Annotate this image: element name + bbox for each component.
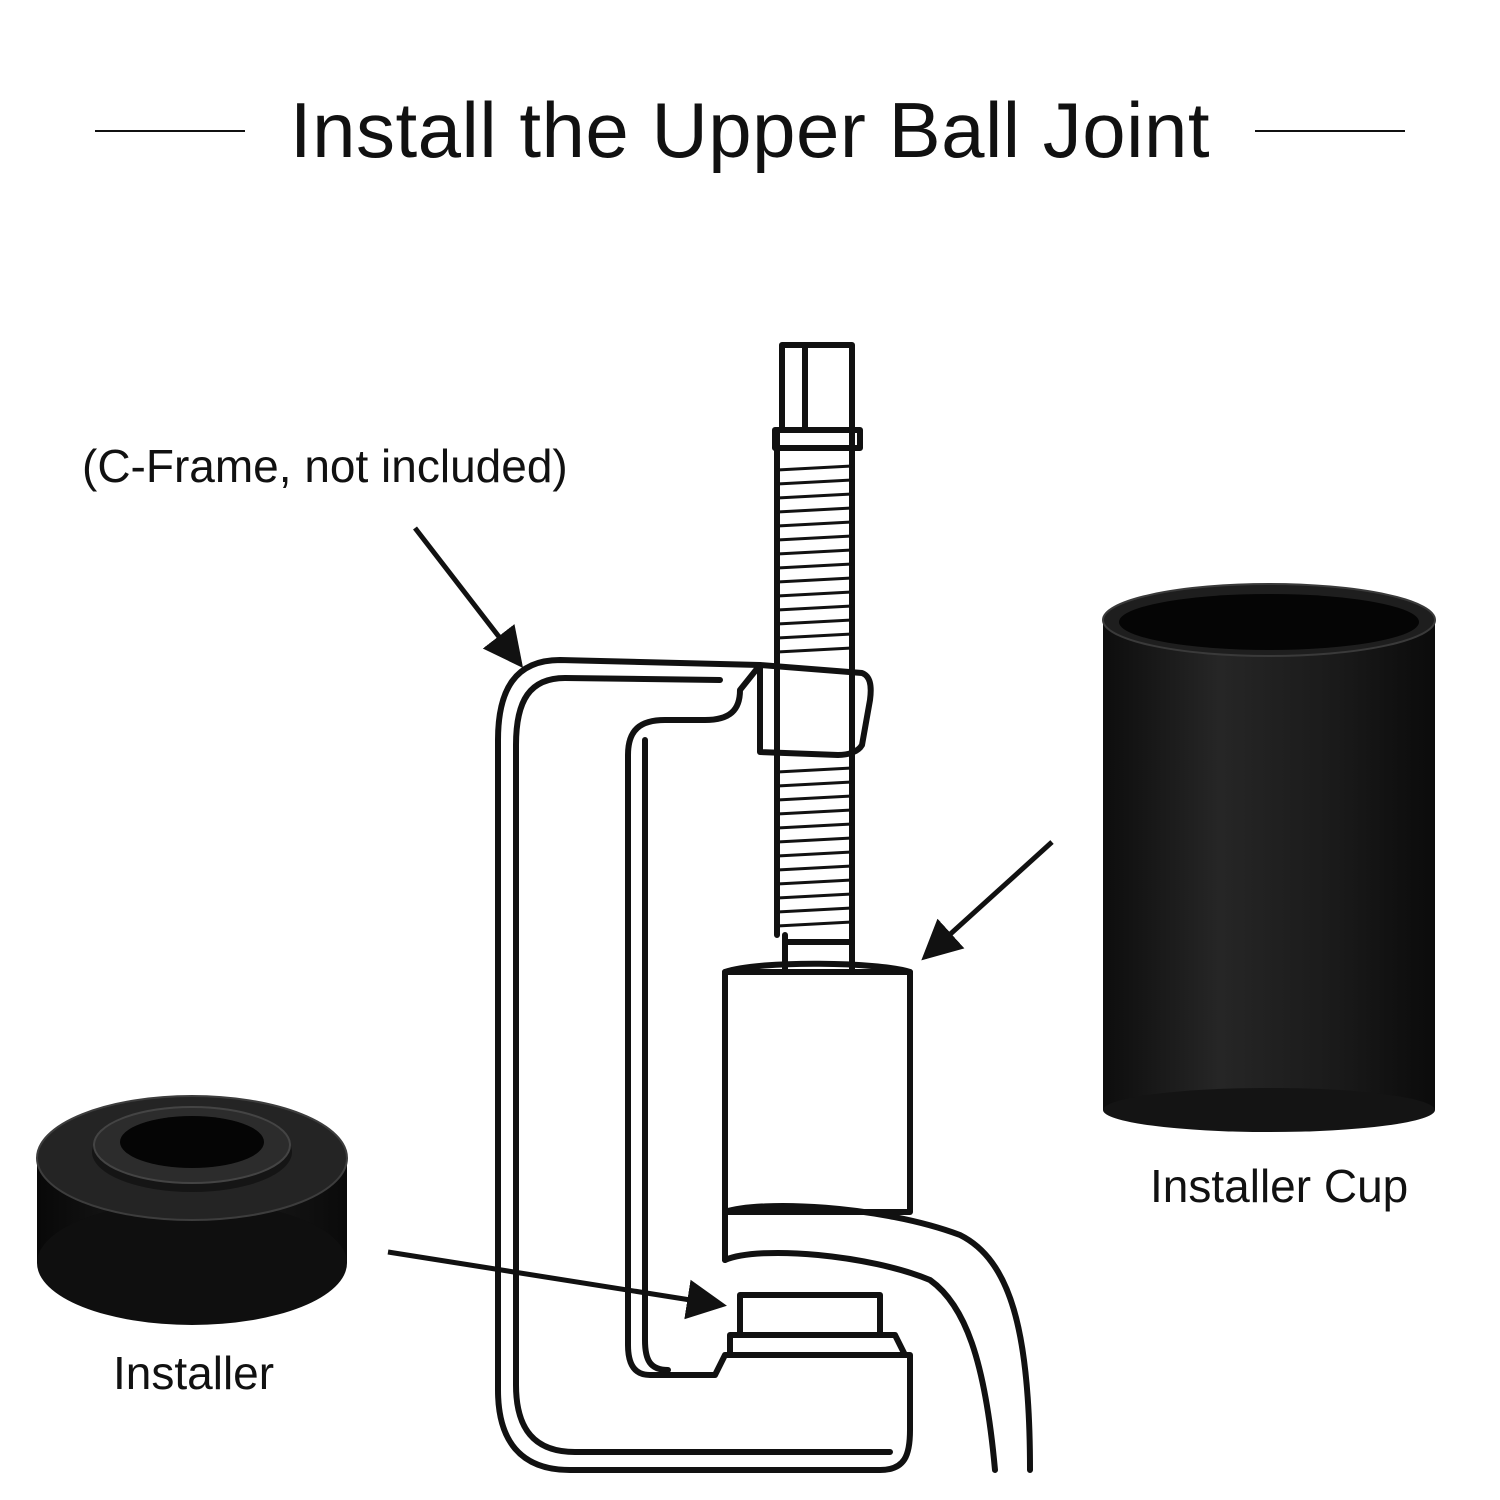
title-header: Install the Upper Ball Joint <box>0 80 1500 190</box>
arrow-to-installer <box>387 1249 727 1320</box>
installer-label: Installer <box>113 1347 275 1399</box>
arrow-to-installer-cup <box>921 840 1054 961</box>
c-frame-drawing <box>495 342 1033 1473</box>
title-rule-right <box>1255 130 1405 132</box>
installer-cup-photo <box>1102 583 1436 1132</box>
pointer-arrows <box>387 526 1054 1320</box>
c-frame-label: (C-Frame, not included) <box>82 440 568 492</box>
title-rule-left <box>95 130 245 132</box>
installer-cup-label: Installer Cup <box>1150 1160 1409 1212</box>
arrow-to-c-frame <box>413 526 524 668</box>
page-title: Install the Upper Ball Joint <box>289 86 1211 174</box>
screw-threads <box>776 464 853 928</box>
installer-ring-photo <box>36 1095 348 1325</box>
